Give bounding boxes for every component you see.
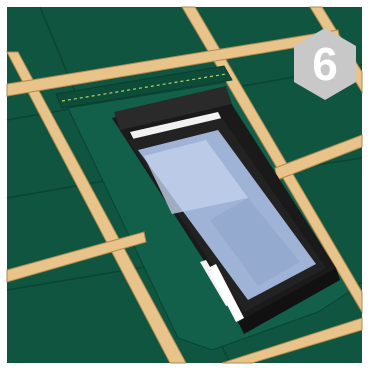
step-number: 6 <box>312 38 338 90</box>
